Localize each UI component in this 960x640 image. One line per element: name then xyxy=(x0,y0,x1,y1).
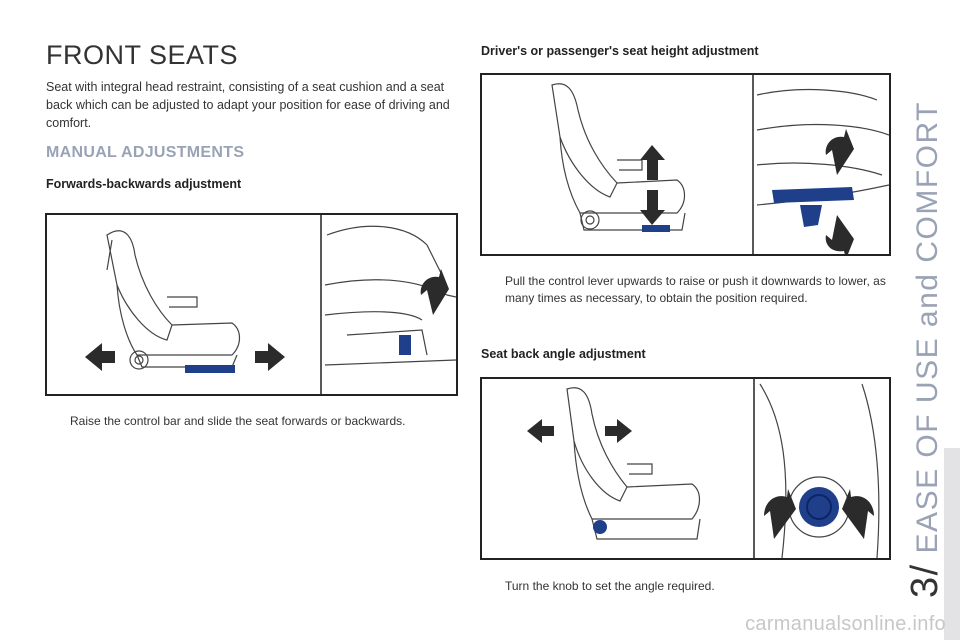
section-heading: MANUAL ADJUSTMENTS xyxy=(46,144,245,161)
backrest-figure xyxy=(480,377,891,560)
height-heading: Driver's or passenger's seat height adju… xyxy=(481,44,759,58)
backrest-instruction: Turn the knob to set the angle required. xyxy=(481,578,891,595)
intro-paragraph: Seat with integral head restraint, consi… xyxy=(46,80,450,130)
chapter-label: EASE OF USE and COMFORT xyxy=(911,101,944,554)
page-title: FRONT SEATS xyxy=(46,40,239,70)
chapter-title: 3/ EASE OF USE and COMFORT xyxy=(904,101,947,598)
height-figure xyxy=(480,73,891,256)
backrest-instruction-text: Turn the knob to set the angle required. xyxy=(505,579,715,593)
chapter-tab xyxy=(944,448,960,640)
forwards-backwards-heading: Forwards-backwards adjustment xyxy=(46,177,242,191)
forwards-backwards-figure xyxy=(45,213,458,396)
forwards-backwards-instruction: Raise the control bar and slide the seat… xyxy=(46,413,466,430)
height-instruction: Pull the control lever upwards to raise … xyxy=(481,273,891,307)
watermark: carmanualsonline.info xyxy=(745,613,946,635)
forwards-backwards-instruction-text: Raise the control bar and slide the seat… xyxy=(70,414,406,428)
backrest-heading: Seat back angle adjustment xyxy=(481,347,646,361)
height-instruction-text: Pull the control lever upwards to raise … xyxy=(505,274,886,305)
chapter-number: 3/ xyxy=(904,563,946,598)
